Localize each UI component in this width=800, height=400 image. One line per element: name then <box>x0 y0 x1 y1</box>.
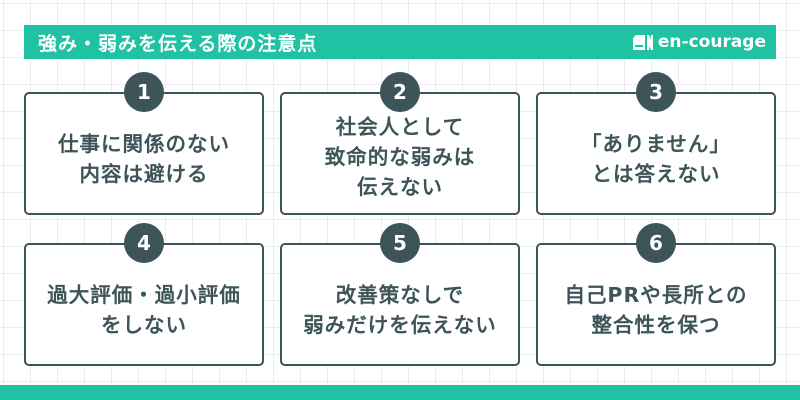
tip-text: 仕事に関係のない 内容は避ける <box>58 131 230 186</box>
tip-text: 改善策なしで 弱みだけを伝えない <box>303 282 497 337</box>
number-badge: 2 <box>380 72 420 112</box>
page-title: 強み・弱みを伝える際の注意点 <box>38 32 318 55</box>
tip-text: 過大評価・過小評価 をしない <box>47 282 241 337</box>
number-badge: 4 <box>124 223 164 263</box>
number-badge: 3 <box>636 72 676 112</box>
footer-bar <box>0 385 800 400</box>
number-badge: 5 <box>380 223 420 263</box>
tip-card-2: 2 社会人として 致命的な弱みは 伝えない <box>280 72 520 215</box>
book-logo-icon <box>632 34 653 50</box>
brand-logo: en-courage <box>632 32 766 52</box>
brand-name: en-courage <box>657 32 766 52</box>
title-bar: 強み・弱みを伝える際の注意点 en-courage <box>24 25 776 59</box>
number-badge: 1 <box>124 72 164 112</box>
tip-text: 「ありません」 とは答えない <box>581 131 731 186</box>
number-badge: 6 <box>636 223 676 263</box>
tip-text: 自己PRや長所との 整合性を保つ <box>564 282 748 337</box>
tip-card-6: 6 自己PRや長所との 整合性を保つ <box>536 223 776 366</box>
tip-card-5: 5 改善策なしで 弱みだけを伝えない <box>280 223 520 366</box>
tip-card-1: 1 仕事に関係のない 内容は避ける <box>24 72 264 215</box>
tip-text: 社会人として 致命的な弱みは 伝えない <box>324 114 476 199</box>
tip-card-3: 3 「ありません」 とは答えない <box>536 72 776 215</box>
tip-card-4: 4 過大評価・過小評価 をしない <box>24 223 264 366</box>
